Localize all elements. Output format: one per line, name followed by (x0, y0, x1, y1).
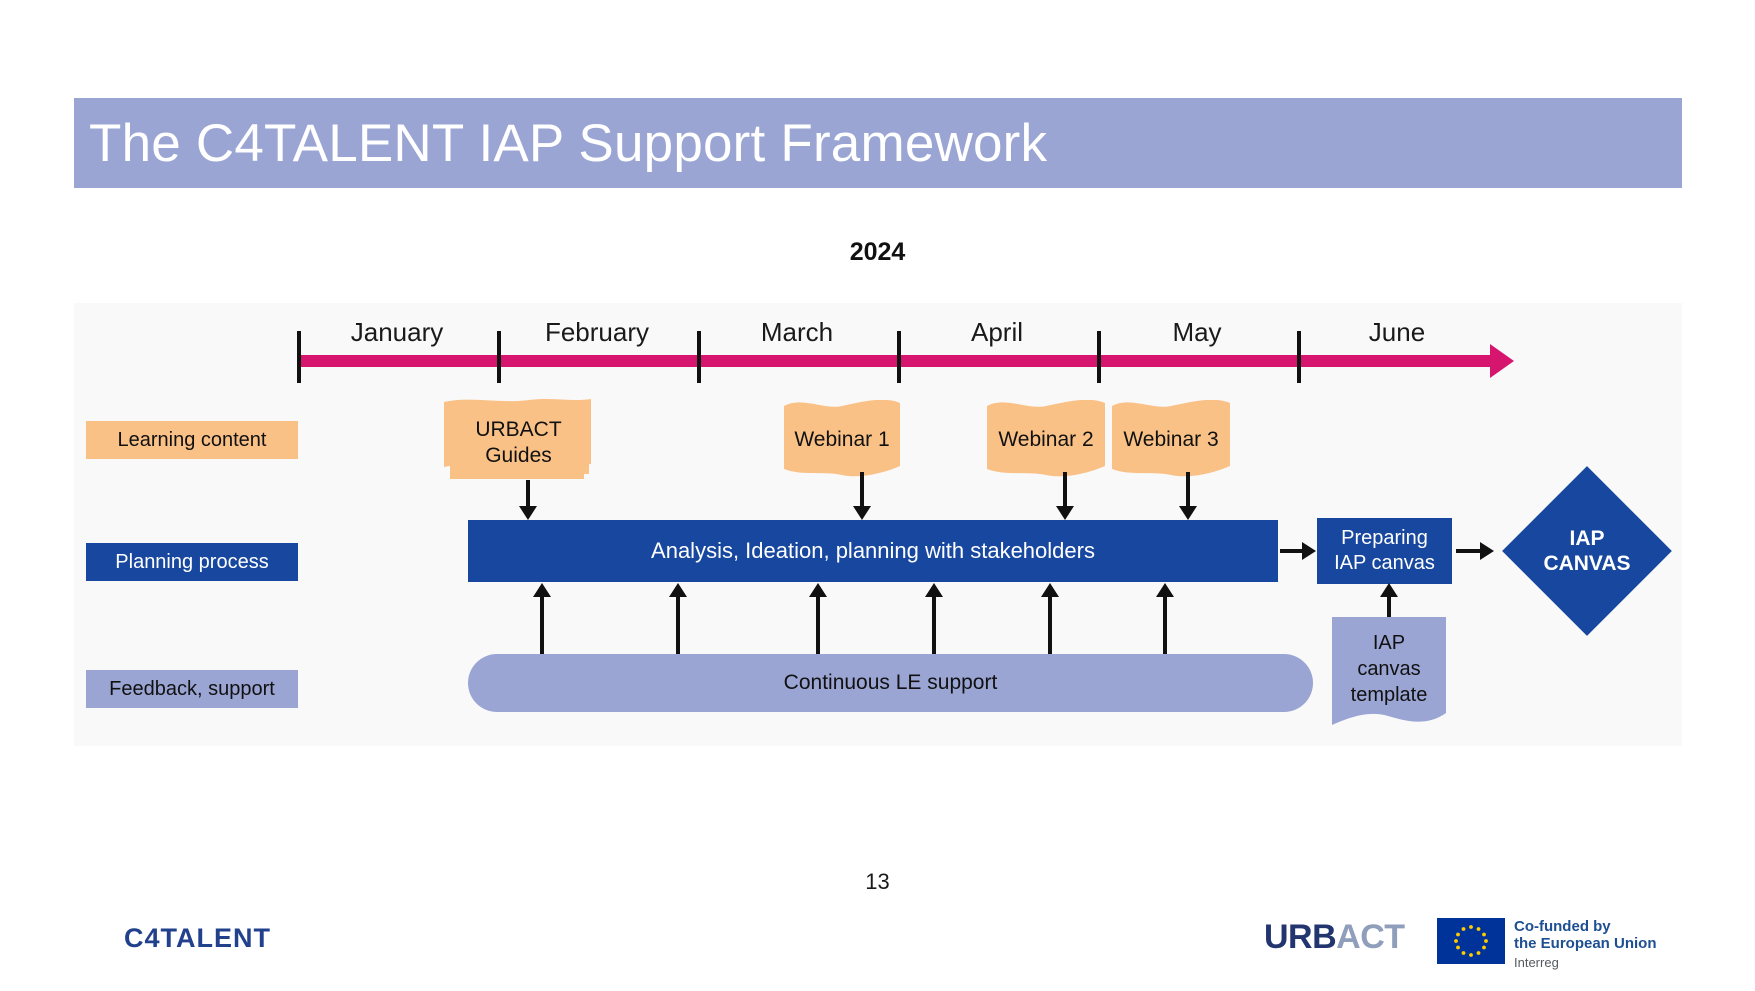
urbact-logo-part2: ACT (1336, 918, 1405, 956)
support-connector-stem-4 (932, 596, 936, 654)
support-connector-arrowhead-1 (533, 583, 551, 597)
timeline-axis-arrowhead (1490, 344, 1514, 378)
european-union-flag-icon (1437, 918, 1505, 964)
row-label-planning-process: Planning process (86, 543, 298, 581)
template-line2: canvas (1357, 657, 1421, 680)
eu-cofunding-block: Co-funded by the European Union Interreg (1437, 918, 1657, 970)
iap-canvas-outcome-diamond[interactable]: IAP CANVAS (1502, 466, 1672, 636)
month-label-march: March (760, 317, 834, 347)
flag-urbact-line1: URBACT (475, 417, 562, 441)
connector-arrowhead-webinar3 (1179, 506, 1197, 520)
support-connector-stem-5 (1048, 596, 1052, 654)
iap-canvas-template-banner[interactable]: IAP canvas template (1330, 615, 1448, 730)
flag-webinar-2[interactable]: Webinar 2 (985, 400, 1107, 480)
template-connector-arrowhead (1380, 583, 1398, 597)
connector-stem-to-prep-box (1280, 549, 1304, 553)
iap-canvas-outcome-label: IAP CANVAS (1502, 491, 1672, 611)
preparing-iap-canvas-label: Preparing IAP canvas (1334, 526, 1435, 576)
connector-arrowhead-urbact (519, 506, 537, 520)
support-connector-arrowhead-6 (1156, 583, 1174, 597)
connector-stem-webinar3 (1186, 472, 1190, 508)
document-banner-shape-icon (1332, 617, 1446, 725)
continuous-le-support-pill[interactable]: Continuous LE support (468, 654, 1313, 712)
month-label-may: May (1172, 317, 1222, 347)
banner-shape-icon (784, 400, 900, 477)
eu-cofunding-text: Co-funded by the European Union Interreg (1514, 918, 1657, 970)
month-label-february: February (544, 317, 650, 347)
continuous-le-support-label: Continuous LE support (783, 671, 998, 694)
connector-arrowhead-to-prep-box (1302, 542, 1316, 560)
planning-process-bar[interactable]: Analysis, Ideation, planning with stakeh… (468, 520, 1278, 582)
connector-stem-webinar1 (860, 472, 864, 508)
timeline-tick-february (497, 331, 501, 383)
support-connector-arrowhead-2 (669, 583, 687, 597)
timeline-tick-march (697, 331, 701, 383)
flag-urbact-guides[interactable]: URBACT Guides (441, 398, 596, 488)
slide-page-number: 13 (865, 869, 890, 894)
connector-stem-webinar2 (1063, 472, 1067, 508)
template-line1: IAP (1372, 631, 1406, 654)
row-label-learning-text: Learning content (117, 428, 267, 451)
timeline-tick-april (897, 331, 901, 383)
timeline-tick-june (1297, 331, 1301, 383)
connector-stem-to-iap-canvas (1456, 549, 1482, 553)
banner-shape-icon (444, 399, 591, 479)
month-label-april: April (970, 317, 1023, 347)
slide-title-bar: The C4TALENT IAP Support Framework (74, 98, 1682, 188)
connector-arrowhead-to-iap-canvas (1480, 542, 1494, 560)
flag-webinar-1-label: Webinar 1 (794, 427, 890, 451)
row-label-planning-text: Planning process (115, 550, 269, 573)
connector-arrowhead-webinar2 (1056, 506, 1074, 520)
support-connector-stem-3 (816, 596, 820, 654)
preparing-iap-canvas-box[interactable]: Preparing IAP canvas (1317, 518, 1452, 584)
timeline-tick-may (1097, 331, 1101, 383)
connector-stem-urbact (526, 480, 530, 508)
row-label-feedback-text: Feedback, support (109, 677, 275, 700)
support-connector-stem-6 (1163, 596, 1167, 654)
urbact-logo-part1: URB (1264, 918, 1337, 956)
iap-canvas-line1: IAP (1569, 526, 1605, 550)
eu-programme-name: Interreg (1514, 954, 1559, 970)
template-line3: template (1350, 683, 1428, 706)
support-connector-stem-2 (676, 596, 680, 654)
flag-webinar-3-label: Webinar 3 (1123, 427, 1219, 451)
timeline-tick-january (297, 331, 301, 383)
support-connector-arrowhead-4 (925, 583, 943, 597)
row-label-learning-content: Learning content (86, 421, 298, 459)
urbact-logo: URBACT (1264, 918, 1405, 957)
page-title: The C4TALENT IAP Support Framework (89, 113, 1048, 173)
support-connector-stem-1 (540, 596, 544, 654)
support-connector-arrowhead-3 (809, 583, 827, 597)
iap-canvas-line2: CANVAS (1543, 552, 1631, 575)
flag-webinar-1[interactable]: Webinar 1 (782, 400, 902, 480)
flag-webinar-3[interactable]: Webinar 3 (1110, 400, 1232, 480)
template-connector-stem (1387, 596, 1391, 618)
planning-process-bar-label: Analysis, Ideation, planning with stakeh… (651, 538, 1095, 563)
timeline-year-label: 2024 (849, 238, 906, 266)
banner-shape-icon (1112, 400, 1230, 477)
eu-cofunding-line2: the European Union (1514, 934, 1657, 952)
flag-urbact-guides-label: URBACT Guides (469, 417, 567, 470)
flag-urbact-line2: Guides (485, 444, 552, 467)
banner-shape-icon (987, 400, 1105, 477)
prep-box-line2: IAP canvas (1334, 552, 1435, 574)
row-label-feedback-support: Feedback, support (86, 670, 298, 708)
eu-stars-icon (1437, 918, 1505, 964)
prep-box-line1: Preparing (1341, 527, 1428, 549)
eu-cofunding-line1: Co-funded by (1514, 918, 1611, 935)
connector-arrowhead-webinar1 (853, 506, 871, 520)
c4talent-logo: C4TALENT (124, 923, 271, 953)
support-connector-arrowhead-5 (1041, 583, 1059, 597)
month-label-january: January (350, 317, 444, 347)
month-label-june: June (1368, 317, 1426, 347)
iap-canvas-template-label: IAP canvas template (1351, 630, 1428, 716)
flag-webinar-2-label: Webinar 2 (998, 427, 1094, 451)
